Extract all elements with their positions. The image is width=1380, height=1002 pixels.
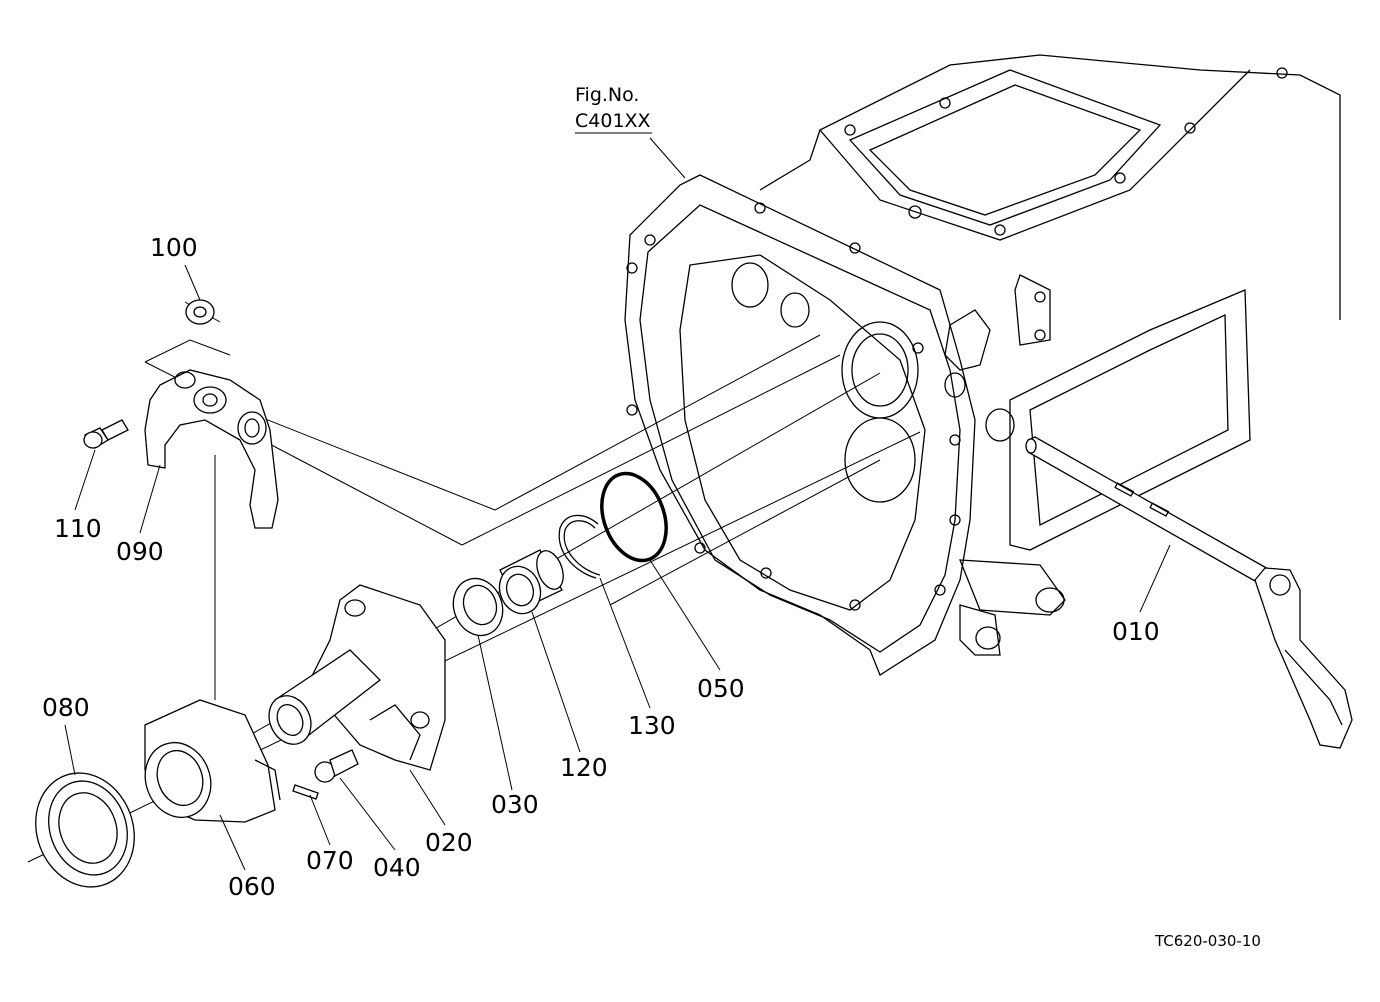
part-label-050: 050 <box>697 674 745 703</box>
part-label-130: 130 <box>628 711 676 740</box>
part-label-080: 080 <box>42 693 90 722</box>
part-label-100: 100 <box>150 233 198 262</box>
part-label-070: 070 <box>306 846 354 875</box>
part-010-lever <box>1025 436 1353 749</box>
part-label-090: 090 <box>116 537 164 566</box>
part-label-020: 020 <box>425 828 473 857</box>
part-070-pin <box>292 784 319 800</box>
part-label-120: 120 <box>560 753 608 782</box>
part-120-needle-bearing <box>498 549 564 615</box>
part-label-060: 060 <box>228 872 276 901</box>
part-080-release-bearing <box>35 772 135 888</box>
part-090-shift-fork <box>144 369 279 529</box>
part-050-o-ring <box>600 471 668 563</box>
part-060-carrier <box>144 699 281 823</box>
part-020-guide-sleeve <box>268 584 446 771</box>
fig-code: C401XX <box>575 110 651 132</box>
part-label-040: 040 <box>373 853 421 882</box>
figure-reference: Fig.No. C401XX TC620-030-10 <box>575 84 1261 950</box>
part-110-bolt <box>83 419 129 449</box>
part-130-snap-ring <box>558 514 601 579</box>
part-label-030: 030 <box>491 790 539 819</box>
part-100-washer <box>185 299 215 325</box>
transmission-housing <box>624 54 1341 676</box>
part-labels: 100 110 090 080 060 070 040 020 030 120 … <box>42 233 1160 901</box>
part-030-oil-seal <box>452 577 504 637</box>
drawing-ref: TC620-030-10 <box>1154 932 1261 950</box>
part-label-110: 110 <box>54 514 102 543</box>
leader-lines <box>64 137 1171 871</box>
fig-no-label: Fig.No. <box>575 84 639 106</box>
part-label-010: 010 <box>1112 617 1160 646</box>
part-040-bolt <box>314 749 359 783</box>
